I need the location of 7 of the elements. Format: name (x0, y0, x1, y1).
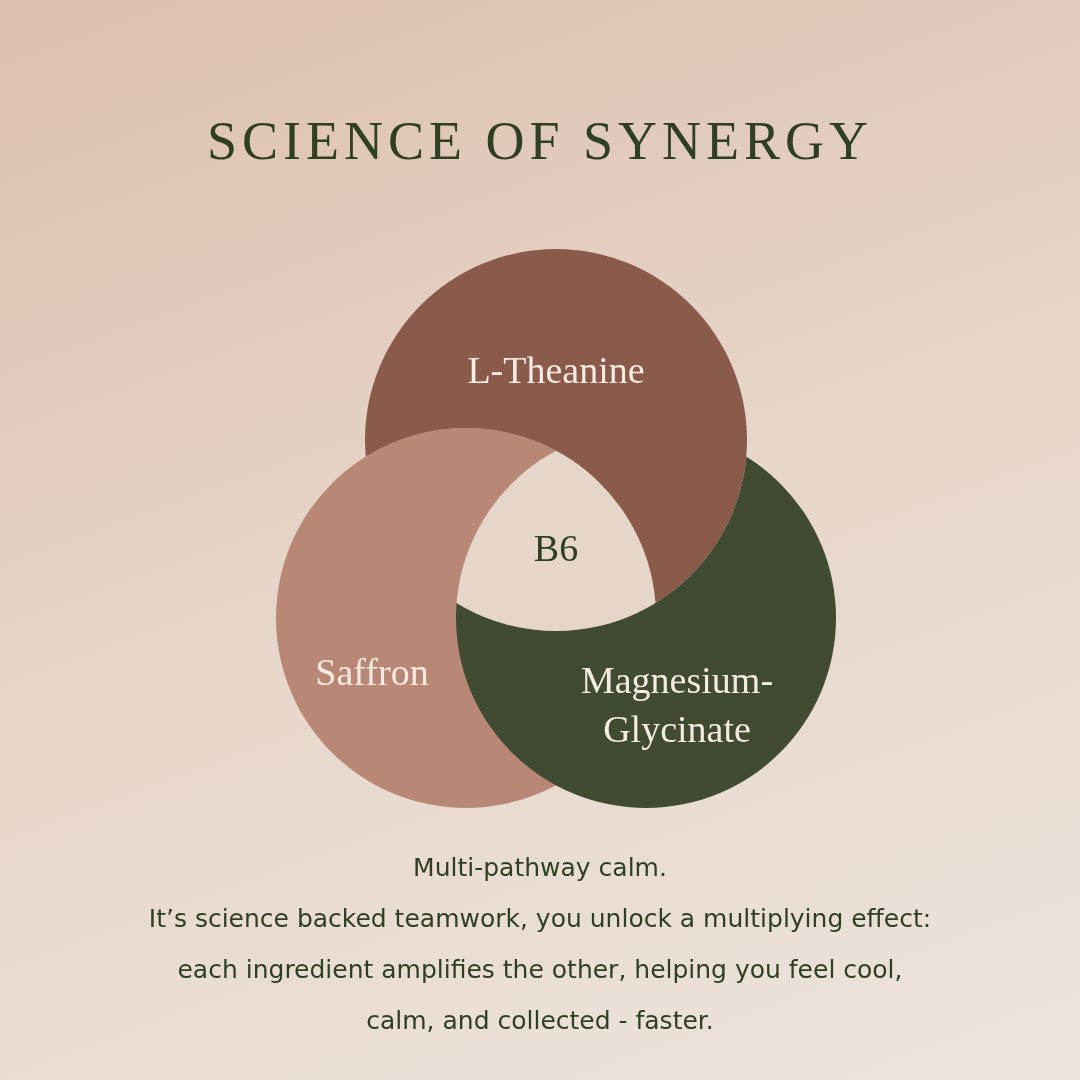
ingredient-label: Magnesium- Glycinate (579, 657, 775, 752)
subtitle: Multi-pathway calm. (412, 852, 668, 884)
caption: It’s science backed teamwork, you unlock a multiplying effect: each ingredient amplifies the other, helping you feel cool, calm, and collected - faster. (147, 903, 933, 1037)
title: SCIENCE OF SYNERGY (205, 110, 875, 172)
ingredient-label: B6 (532, 525, 580, 571)
ingredient-label: L-Theanine (466, 347, 646, 393)
ingredient-label: Saffron (314, 649, 430, 695)
